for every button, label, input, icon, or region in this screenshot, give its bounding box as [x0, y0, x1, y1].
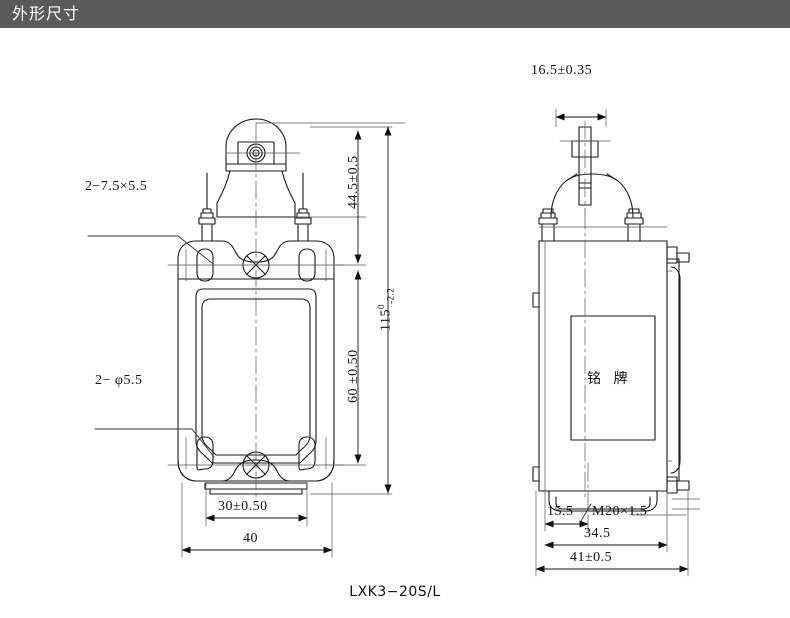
front-view-leaders: [87, 235, 215, 458]
dimension-body-depth: 34.5: [584, 526, 611, 541]
dimension-total-depth: 41±0.5: [570, 550, 613, 565]
page-title: 外形尺寸: [12, 4, 81, 23]
technical-drawing: 2−7.5×5.5 2− φ5.5 44.5±0.5 60 ±0.50 1150…: [0, 31, 790, 591]
drawing-svg: [87, 108, 701, 577]
header-underline: [0, 28, 790, 31]
front-view-centerlines: [167, 122, 406, 502]
dimension-conduit-pos: 15.5: [547, 504, 574, 519]
dimension-head-width: 16.5±0.35: [531, 63, 593, 78]
side-view-dimensions: [535, 108, 689, 577]
dimension-total-height: 1150-2.2: [376, 288, 395, 331]
section-header-bar: 外形尺寸: [0, 0, 790, 28]
dimension-head-height: 44.5±0.5: [346, 155, 361, 209]
dimension-body-width: 40: [243, 531, 258, 546]
dimension-total-height-base: 115: [378, 309, 394, 331]
drawing-caption: LXK3−20S/L: [349, 584, 441, 600]
dimension-total-height-lower: -2.2: [385, 287, 396, 305]
side-view-geometry: [532, 126, 690, 512]
nameplate-label: 铭 牌: [587, 371, 632, 387]
dimension-total-height-upper: 0: [376, 304, 386, 310]
dimension-thread-spec: M20×1.5: [592, 504, 648, 519]
front-view-dimensions: [181, 126, 393, 558]
side-view-centerlines: [538, 120, 701, 510]
dimension-hole-span: 30±0.50: [218, 499, 268, 514]
callout-round-holes: 2− φ5.5: [95, 373, 143, 388]
callout-slot-holes: 2−7.5×5.5: [85, 179, 148, 194]
dimension-hole-pitch: 60 ±0.50: [346, 349, 361, 403]
